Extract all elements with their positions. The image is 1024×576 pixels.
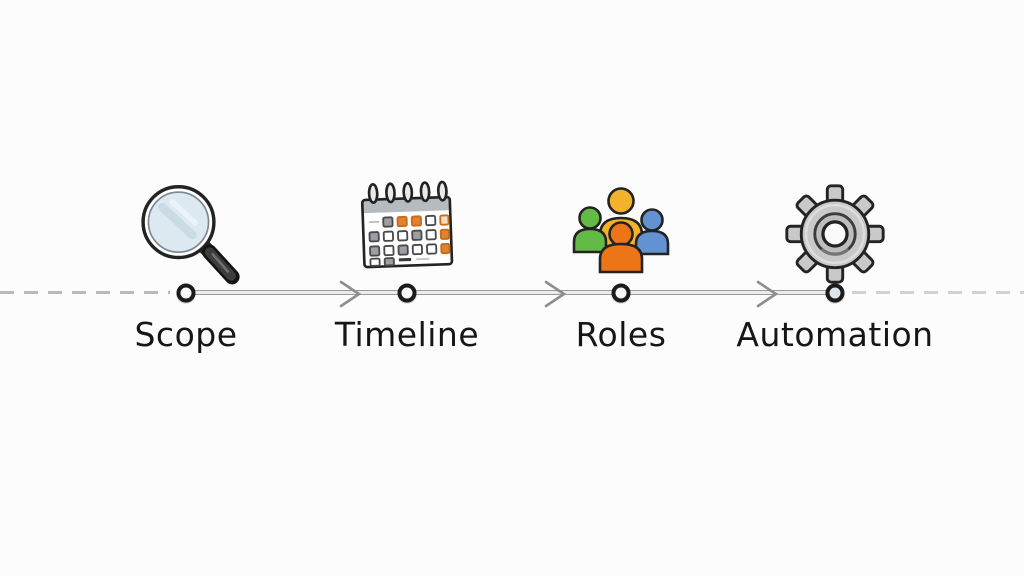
step-roles: Roles xyxy=(506,168,736,368)
step-timeline: Timeline xyxy=(292,168,522,368)
step-label-timeline: Timeline xyxy=(334,315,480,354)
arrow-icon xyxy=(543,279,567,309)
step-scope: Scope xyxy=(71,168,301,368)
timeline-line xyxy=(186,290,836,295)
team-icon xyxy=(572,187,670,274)
magnifier-icon xyxy=(141,185,240,285)
timeline-node-timeline xyxy=(397,283,417,303)
arrow-icon xyxy=(755,279,779,309)
timeline-node-scope xyxy=(176,283,196,303)
timeline-node-automation xyxy=(825,283,845,303)
arrow-icon xyxy=(338,279,362,309)
gear-icon xyxy=(785,184,885,284)
timeline-node-roles xyxy=(611,283,631,303)
timeline-dashed-segment-right xyxy=(852,291,1024,294)
step-label-scope: Scope xyxy=(134,315,238,354)
step-label-automation: Automation xyxy=(736,315,934,354)
calendar-icon xyxy=(360,180,454,269)
step-automation: Automation xyxy=(720,168,950,368)
timeline-dashed-segment-left xyxy=(0,291,170,294)
step-label-roles: Roles xyxy=(575,315,667,354)
